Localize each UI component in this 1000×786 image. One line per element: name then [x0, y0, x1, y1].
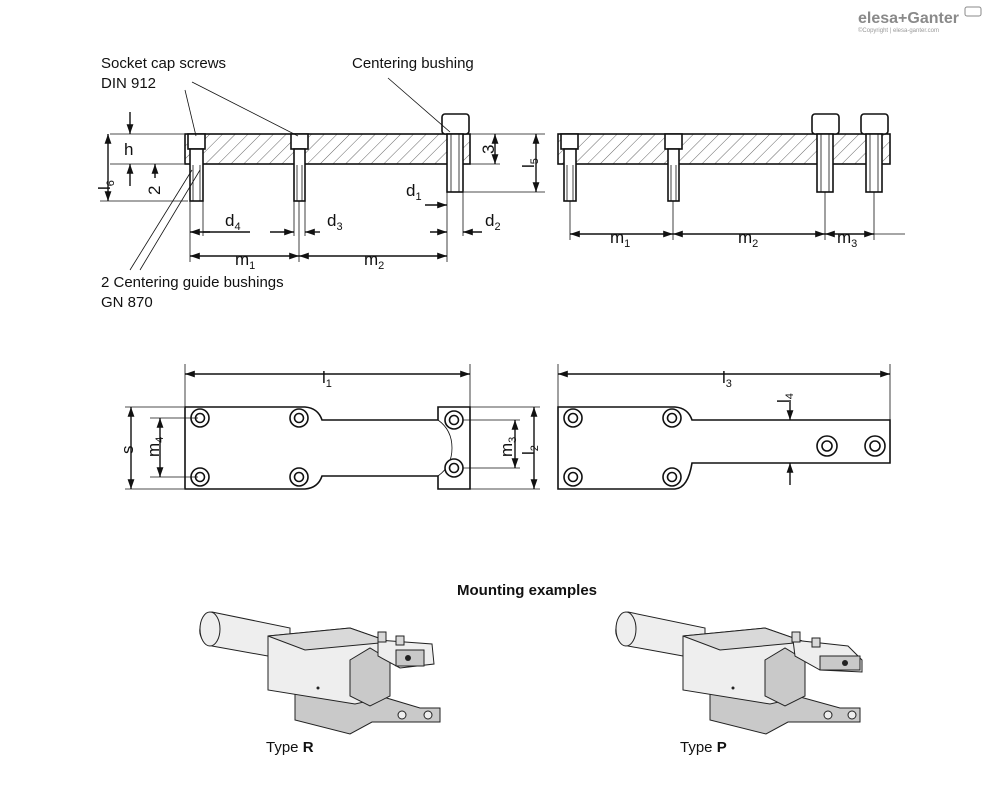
dim-m1-label-p: m1	[610, 228, 630, 250]
type-r-caption: Type R	[266, 739, 314, 756]
callout-centering-bushing: Centering bushing	[352, 55, 474, 72]
dim-m1-label: m1	[235, 250, 255, 272]
plate-outline-p	[557, 406, 891, 490]
dim-l2-label: l2	[519, 445, 541, 455]
callout-din-912: DIN 912	[101, 75, 156, 92]
plate-outline-r	[184, 406, 471, 490]
dim-m2-label-p: m2	[738, 228, 758, 250]
centering-bushing-shaft	[446, 133, 464, 193]
callout-socket-cap-screws: Socket cap screws	[101, 55, 226, 72]
mounting-examples-title: Mounting examples	[457, 582, 597, 599]
mounting-illustration-p	[615, 611, 863, 735]
dim-3-label: 3	[479, 145, 498, 154]
screw-shaft-middle	[293, 148, 306, 202]
dim-h-label: h	[124, 140, 133, 159]
base-plate-section	[184, 133, 471, 165]
logo-text: elesa+Ganter	[858, 10, 959, 27]
callout-gn-870: GN 870	[101, 294, 153, 311]
dim-m3-label: m3	[497, 437, 519, 457]
screw-head-middle	[290, 133, 309, 150]
dim-s-label: s	[118, 446, 137, 455]
dim-d1-label: d1	[406, 181, 422, 203]
copyright-text: ©Copyright | elesa-ganter.com	[858, 27, 939, 34]
dim-d4-label: d4	[225, 211, 241, 233]
dim-m2-label: m2	[364, 250, 384, 272]
base-plate-section-p	[557, 133, 891, 165]
centering-bushing-head	[441, 113, 470, 135]
screw-head-left	[187, 133, 206, 150]
plan-view-type-p: l3 l4	[557, 364, 891, 490]
holes-r	[190, 408, 464, 487]
dim-l6-label: l6	[95, 180, 117, 190]
dim-l1-label: l1	[322, 368, 332, 390]
guide-bushing-left	[189, 148, 204, 202]
mounting-illustration-r	[199, 611, 441, 735]
dim-m4-label: m4	[144, 437, 166, 457]
dim-l5-label: l5	[519, 158, 541, 168]
ce-mark-icon	[964, 6, 982, 17]
dim-m3-label-p: m3	[837, 228, 857, 250]
side-view-type-p: m1 m2 m3	[557, 113, 905, 250]
callout-centering-guide-bushings: 2 Centering guide bushings	[101, 274, 284, 291]
type-p-caption: Type P	[680, 739, 727, 756]
holes-p	[563, 408, 886, 487]
dim-2-label: 2	[145, 186, 164, 195]
dim-l3-label: l3	[722, 368, 732, 390]
brand-logo: elesa+Ganter ©Copyright | elesa-ganter.c…	[858, 6, 982, 34]
plan-view-type-r: l1 s m4 m3 l2	[118, 364, 541, 490]
side-view-type-r: h l6 2 3 l5 d1 d4 d3	[95, 77, 545, 272]
dim-d2-label: d2	[485, 211, 501, 233]
dim-d3-label: d3	[327, 211, 343, 233]
dim-l4-label: l4	[774, 393, 796, 403]
